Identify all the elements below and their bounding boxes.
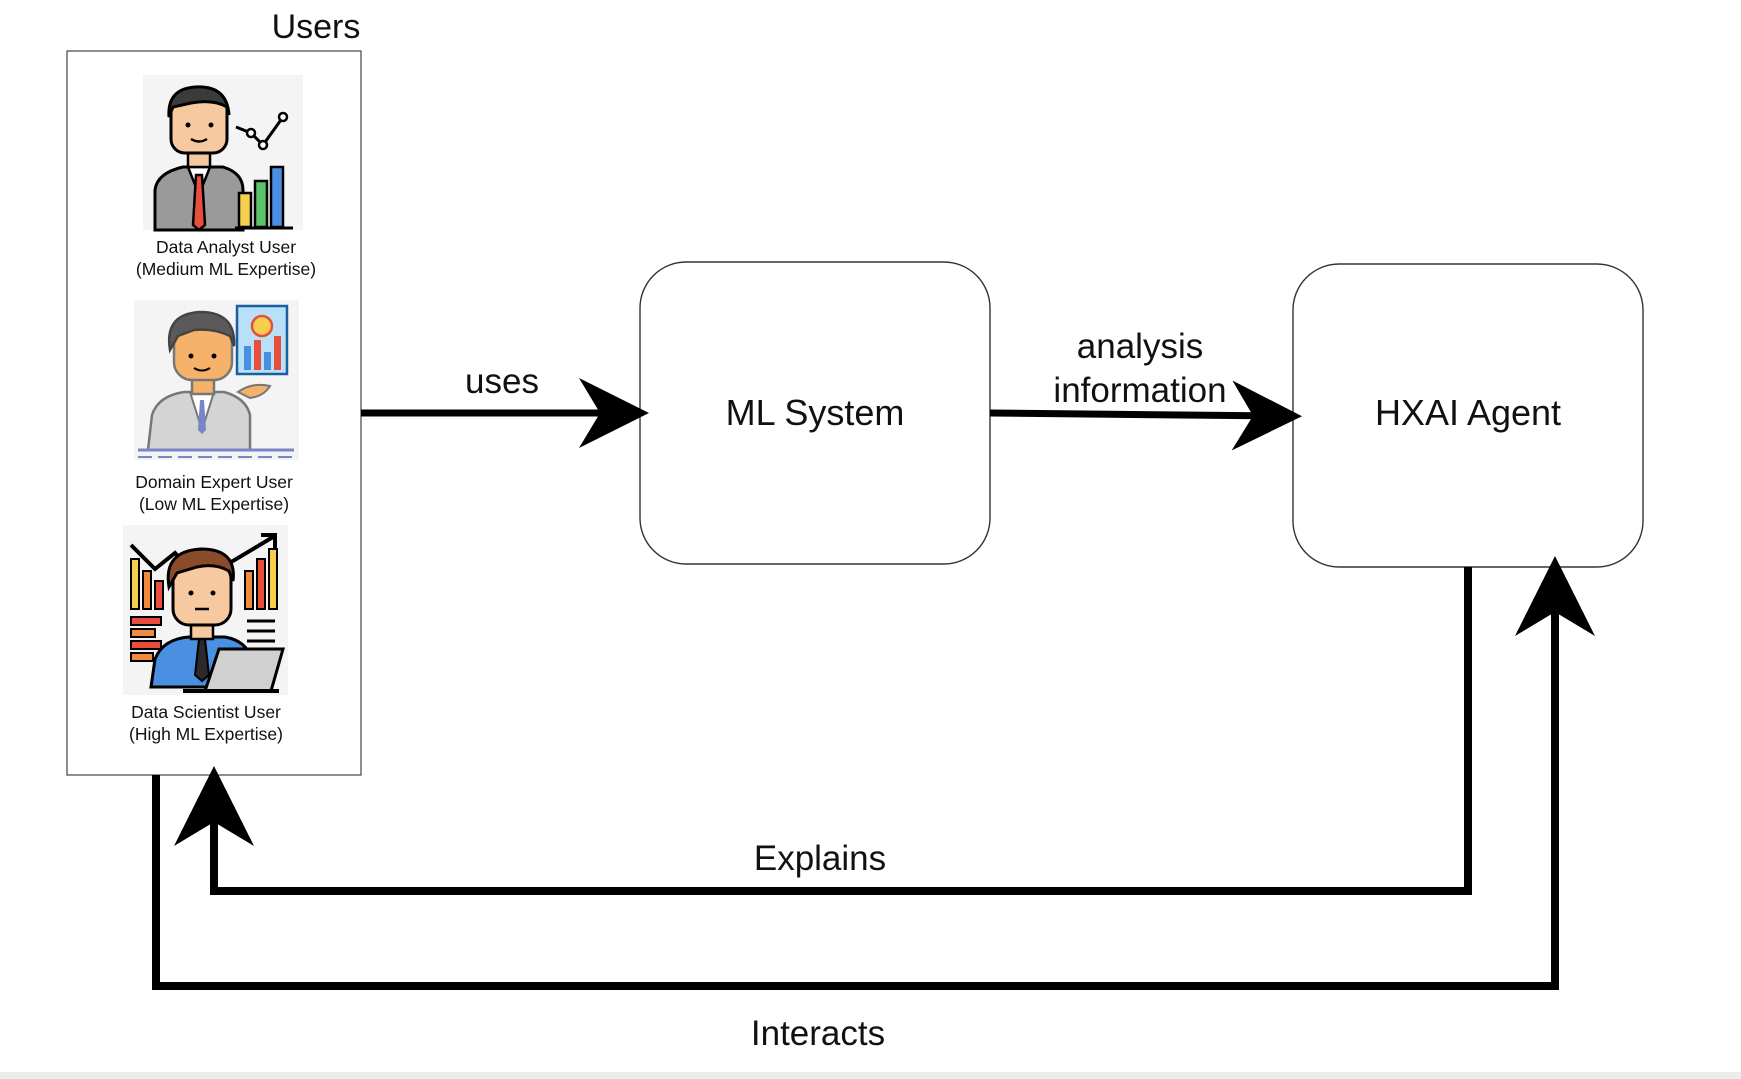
interacts-label: Interacts — [751, 1014, 885, 1053]
member-label-line1: Domain Expert User — [135, 472, 293, 492]
analysis-label-line2: information — [1053, 371, 1226, 410]
ml-system-label: ML System — [726, 392, 905, 433]
uses-label: uses — [465, 362, 539, 401]
explains-label: Explains — [754, 839, 886, 878]
analysis-edge — [989, 380, 1302, 451]
explains-edge — [174, 567, 1472, 895]
member-label-line2: (High ML Expertise) — [129, 724, 283, 744]
users-title: Users — [272, 8, 361, 46]
analysis-label-line1: analysis — [1077, 327, 1203, 366]
data-scientist-icon — [123, 525, 288, 695]
hxai-agent-label: HXAI Agent — [1375, 392, 1561, 433]
member-label-line1: Data Scientist User — [131, 702, 281, 722]
data-analyst-icon — [143, 75, 303, 232]
domain-expert-icon — [134, 300, 299, 460]
member-label-line2: (Low ML Expertise) — [139, 494, 289, 514]
member-label-line2: (Medium ML Expertise) — [136, 259, 316, 279]
bottom-strip — [0, 1072, 1741, 1079]
member-label-line1: Data Analyst User — [156, 237, 296, 257]
interacts-edge — [152, 556, 1595, 990]
